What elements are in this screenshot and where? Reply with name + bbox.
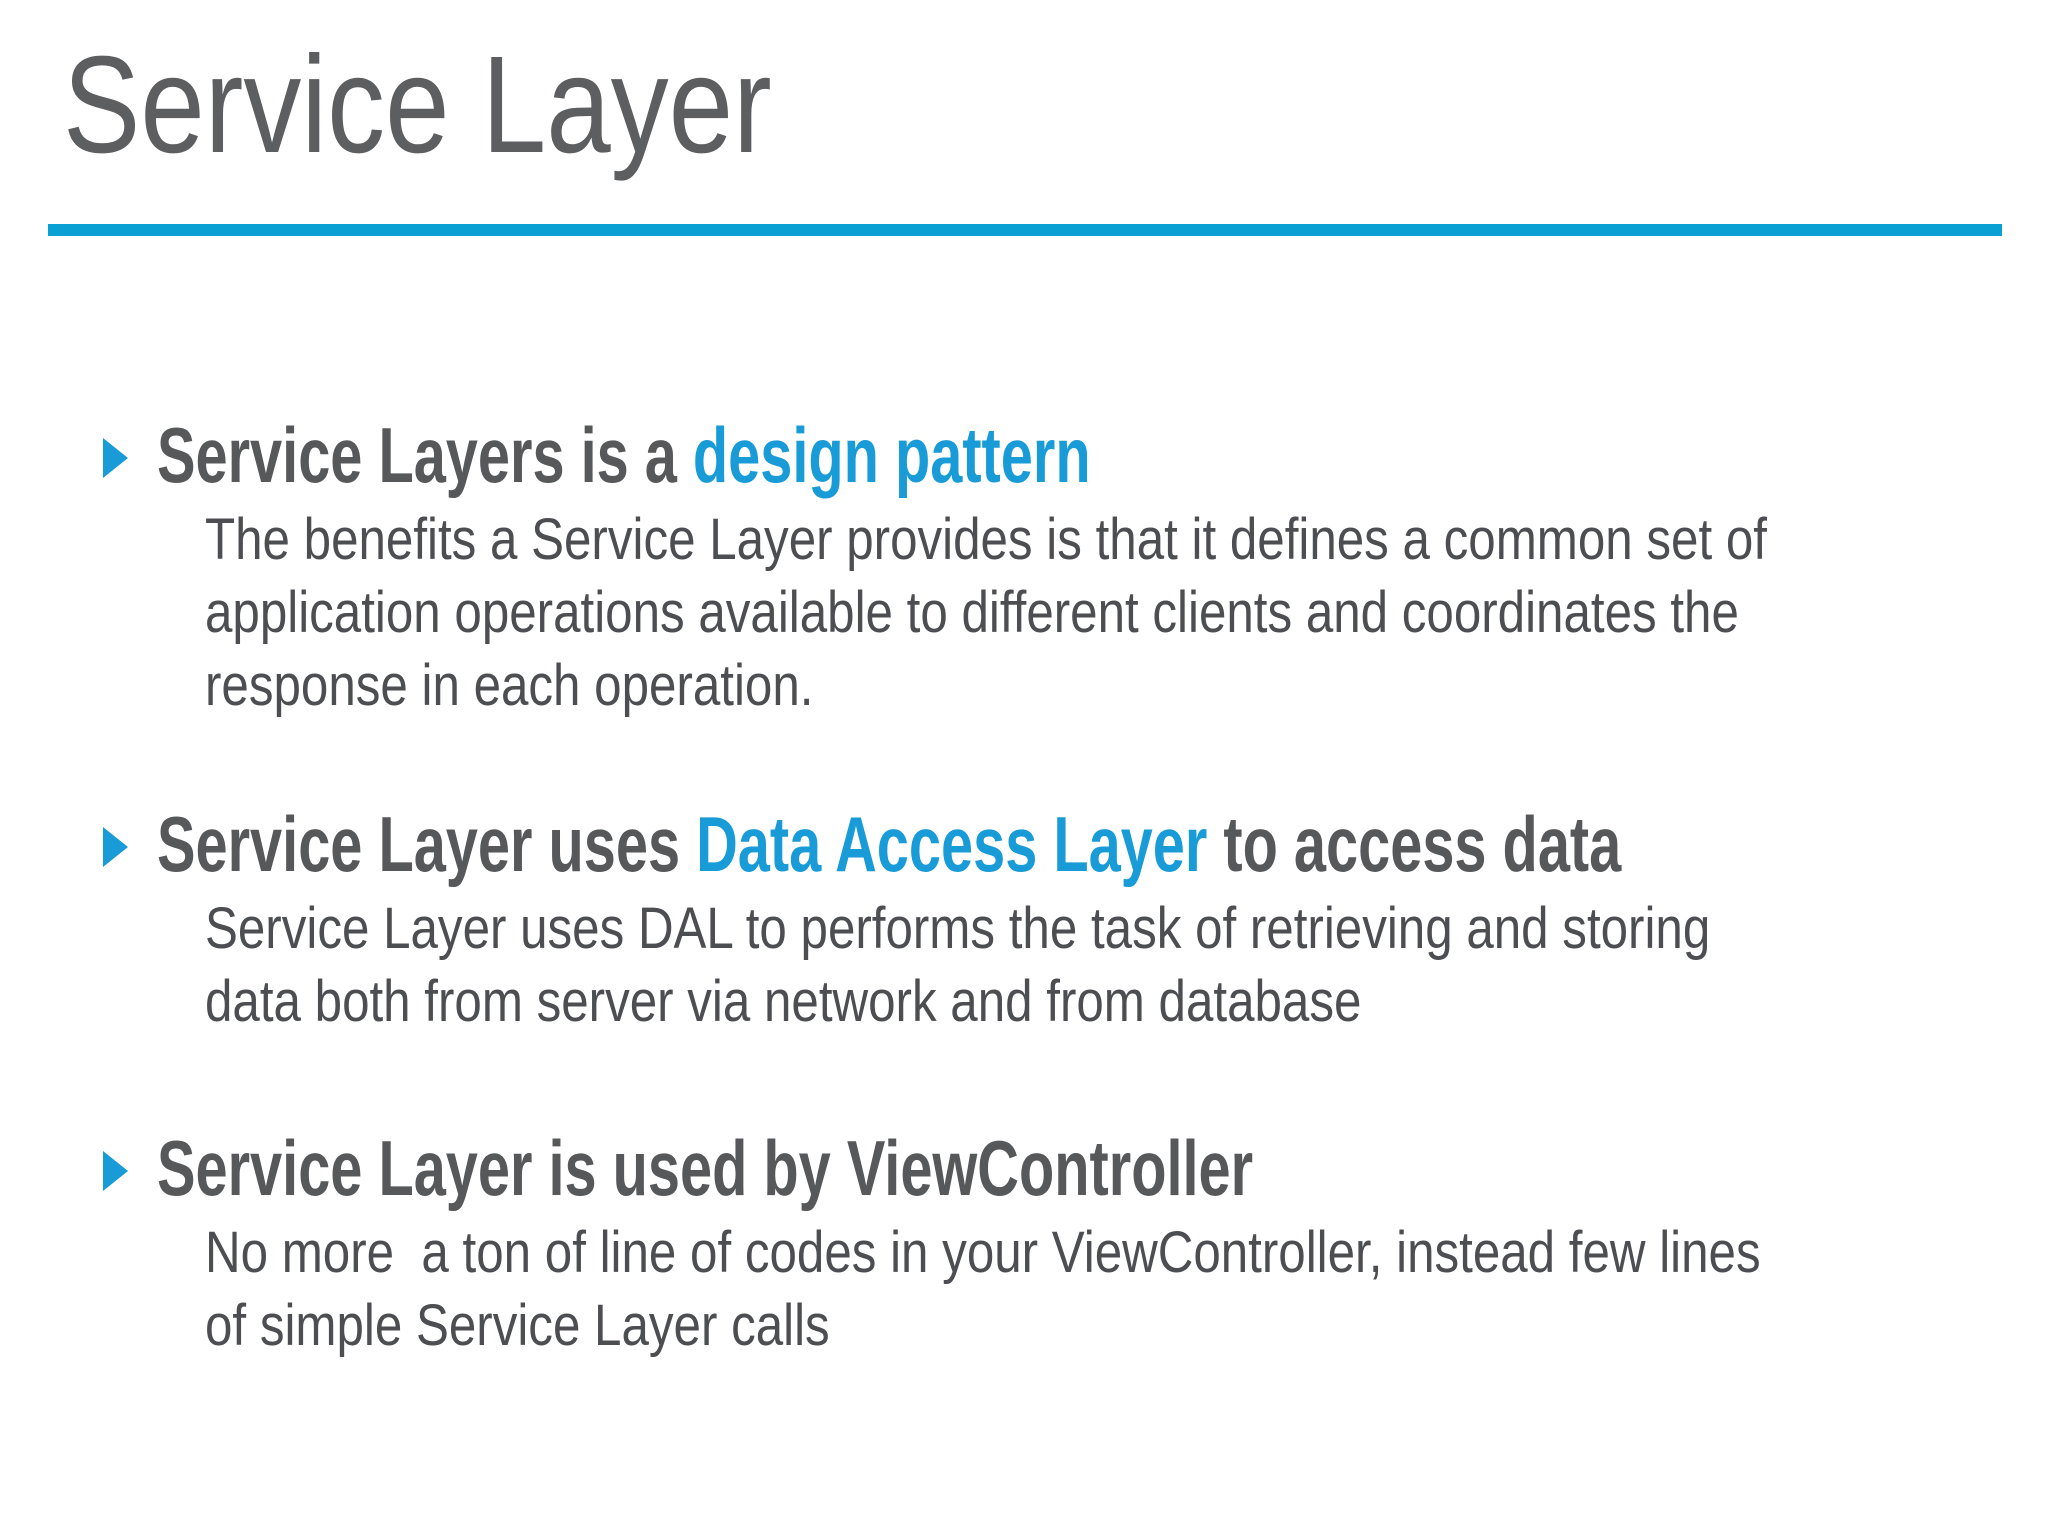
bullet-body-line: of simple Service Layer calls: [205, 1293, 830, 1358]
page-title: Service Layer: [63, 28, 772, 182]
bullet-item-viewcontroller: Service Layer is used by ViewController …: [103, 1125, 2035, 1362]
bullet-item-design-pattern: Service Layers is a design pattern The b…: [103, 412, 2043, 722]
bullet-body: The benefits a Service Layer provides is…: [205, 503, 1767, 722]
bullet-heading-segment: Service Layer is used by ViewController: [157, 1124, 1254, 1212]
bullet-body-line: No more a ton of line of codes in your V…: [205, 1220, 1761, 1285]
bullet-body-line: The benefits a Service Layer provides is…: [205, 507, 1767, 572]
bullet-heading-segment-accent: Data Access Layer: [696, 800, 1208, 888]
bullet-heading-segment-accent: design pattern: [692, 411, 1091, 499]
bullet-item-data-access-layer: Service Layer uses Data Access Layer to …: [103, 801, 2048, 1038]
bullet-heading-segment: Service Layers is a: [157, 411, 693, 499]
bullet-body: No more a ton of line of codes in your V…: [205, 1216, 1761, 1362]
bullet-heading: Service Layer is used by ViewController: [157, 1125, 1547, 1211]
bullet-arrow-icon: [103, 827, 128, 867]
bullet-body-line: Service Layer uses DAL to performs the t…: [205, 896, 1711, 961]
bullet-arrow-icon: [103, 1151, 128, 1191]
bullet-heading-segment: to access data: [1207, 800, 1622, 888]
bullet-body-line: data both from server via network and fr…: [205, 969, 1362, 1034]
bullet-arrow-icon: [103, 438, 128, 478]
bullet-heading: Service Layers is a design pattern: [157, 412, 1552, 498]
title-underline-rule: [48, 224, 2002, 236]
bullet-body-line: application operations available to diff…: [205, 580, 1739, 645]
bullet-body-line: response in each operation.: [205, 653, 814, 718]
bullet-heading-segment: Service Layer uses: [157, 800, 697, 888]
bullet-body: Service Layer uses DAL to performs the t…: [205, 892, 1846, 1038]
bullet-heading: Service Layer uses Data Access Layer to …: [157, 801, 1621, 887]
